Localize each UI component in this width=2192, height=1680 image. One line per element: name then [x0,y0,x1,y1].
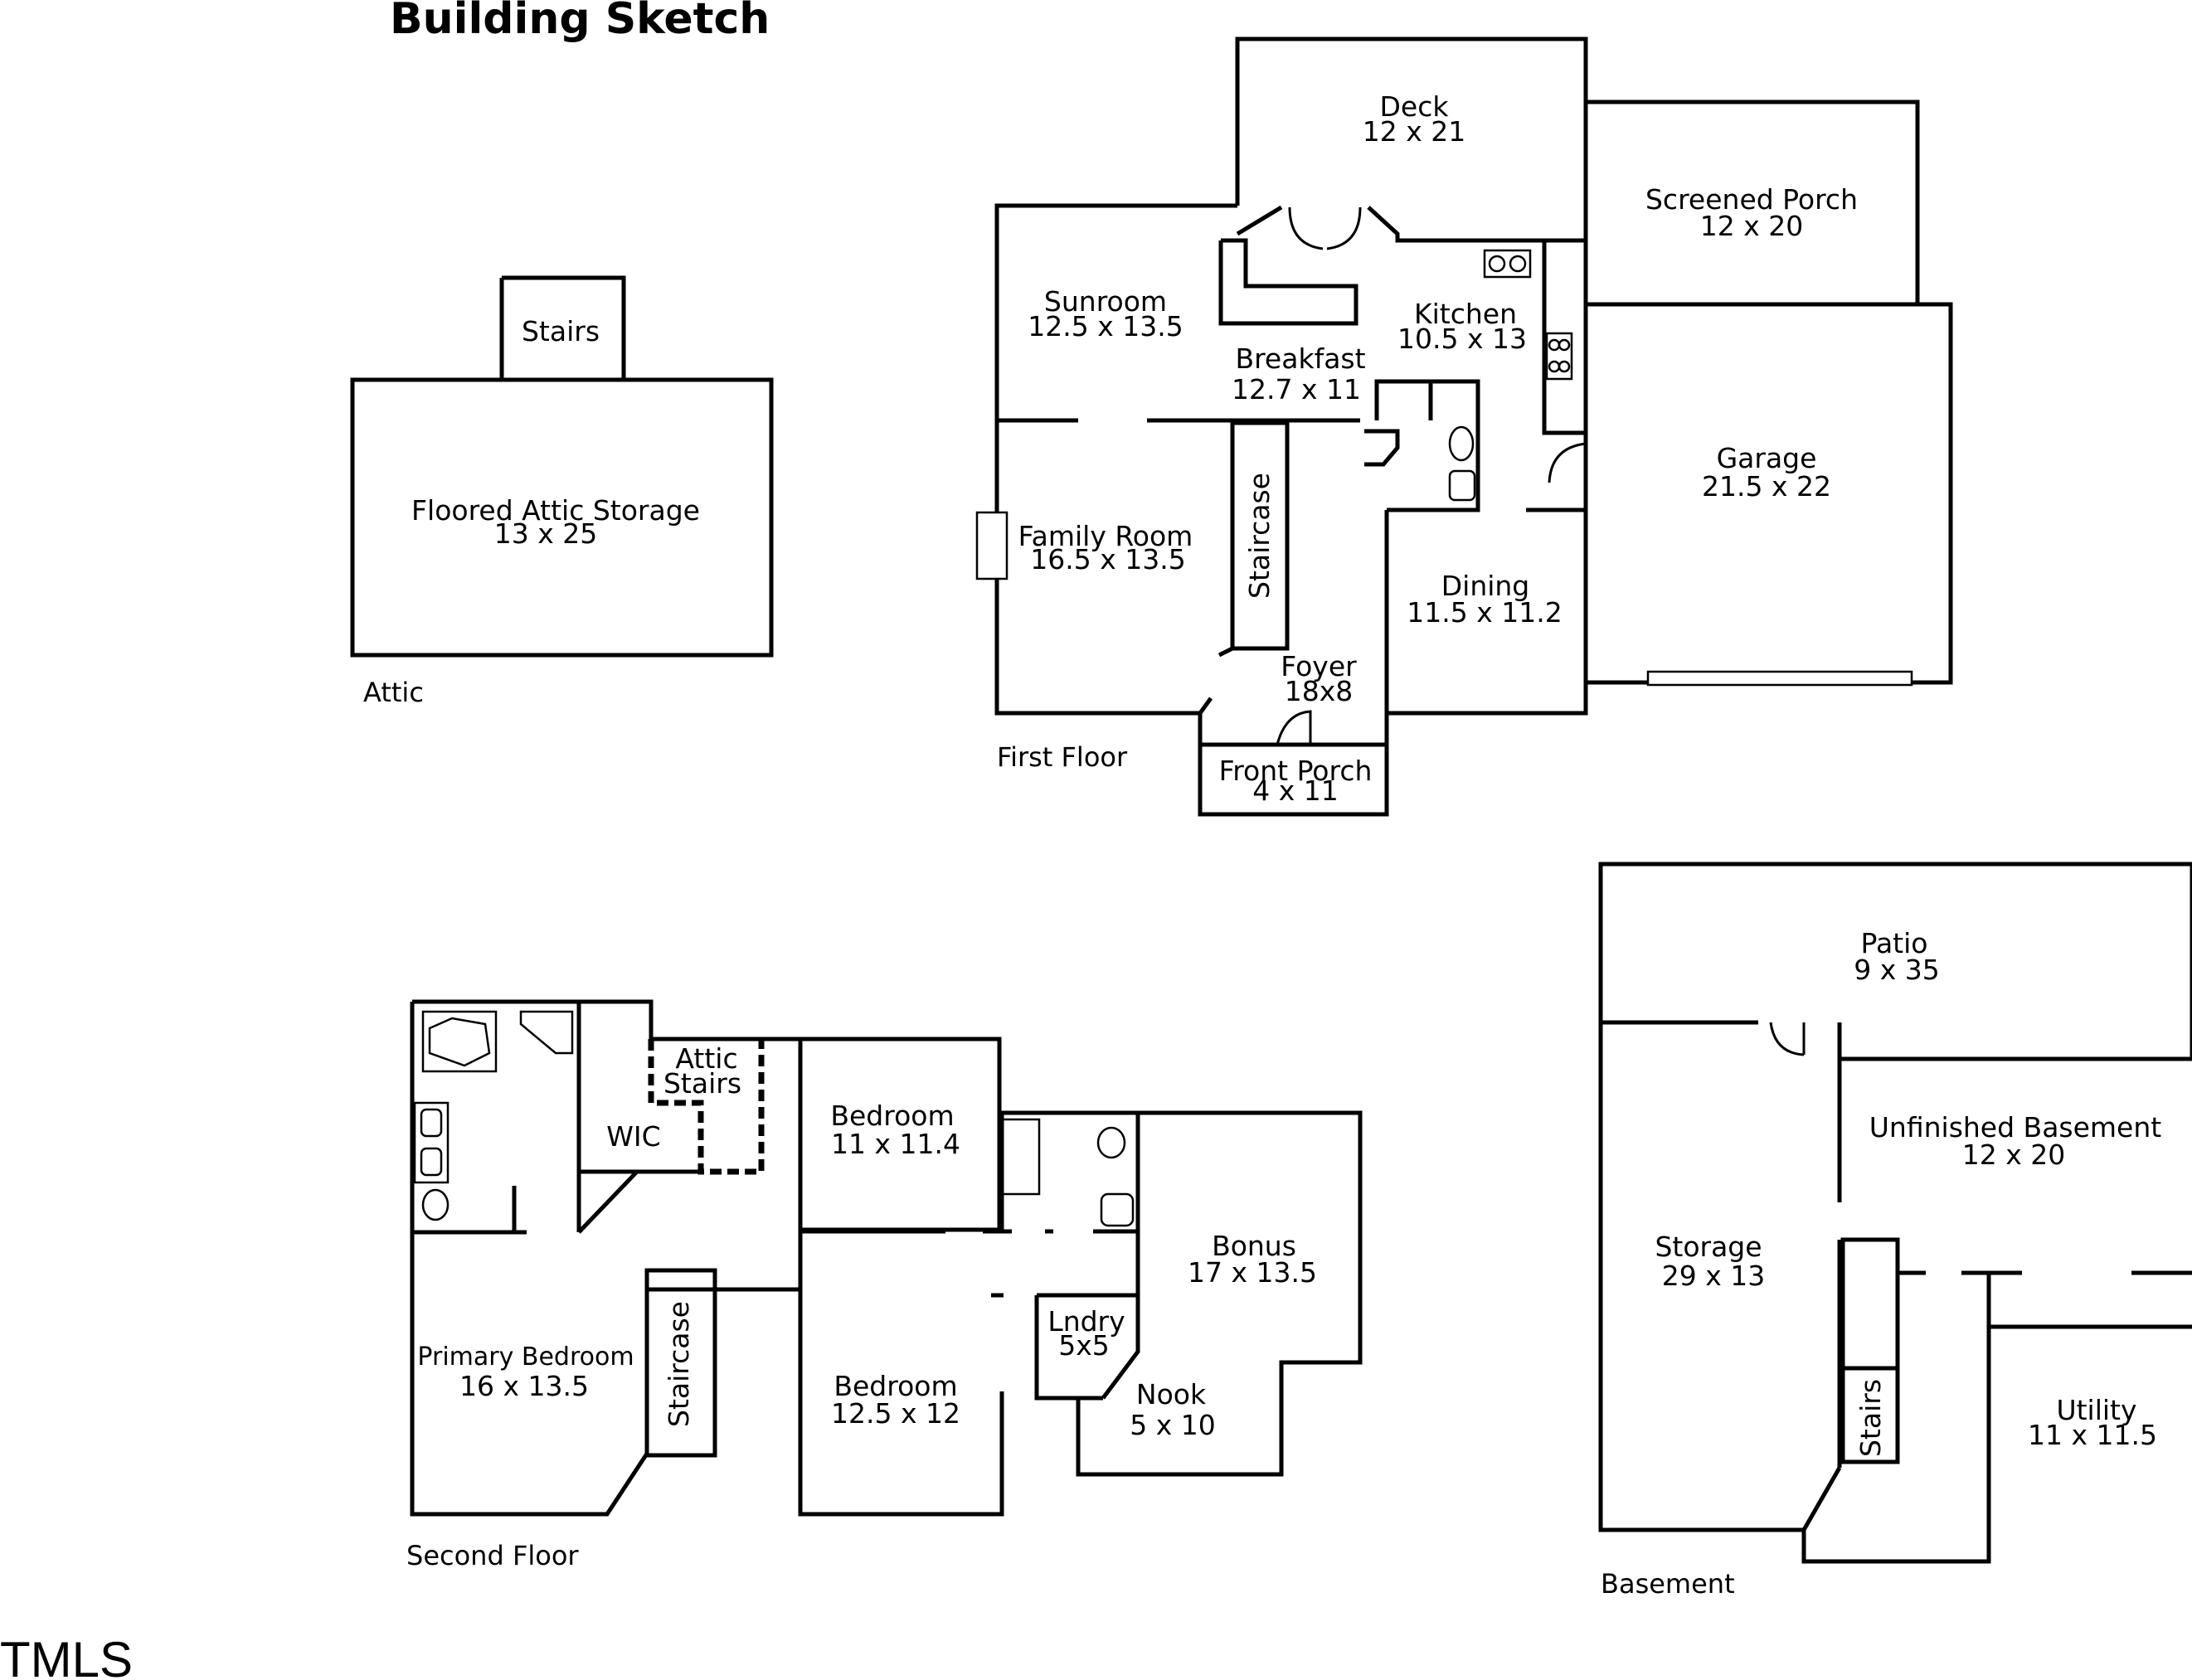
breakfast-label: Breakfast [1235,342,1365,375]
first-floor-label: First Floor [997,741,1128,773]
dining-label: Dining [1441,570,1530,602]
screened-porch-size: 12 x 20 [1700,210,1804,242]
bedroom-a-size: 11 x 11.4 [831,1128,960,1160]
laundry-label: Lndry [1047,1305,1125,1338]
breakfast-size: 12.7 x 11 [1232,373,1361,405]
kitchen-size: 10.5 x 13 [1397,323,1527,355]
bedroom-b-label: Bedroom [834,1370,957,1402]
first-floor-plan: Deck 12 x 21 Screened Porch 12 x 20 Sunr… [975,36,1953,817]
attic-plan: Stairs Floored Attic Storage 13 x 25 Att… [350,275,774,708]
attic-stairs-2-label-2: Stairs [663,1067,741,1100]
second-staircase-label: Staircase [663,1301,695,1427]
utility-label: Utility [2056,1394,2136,1426]
wic-label: WIC [606,1120,660,1153]
attic-stairs-2-label-1: Attic [675,1042,737,1075]
patio-size: 9 x 35 [1854,954,1940,986]
garage-size: 21.5 x 22 [1702,470,1831,503]
family-room-size: 16.5 x 13.5 [1030,543,1185,575]
front-porch-size: 4 x 11 [1252,774,1339,807]
basement-floor-label: Basement [1601,1568,1735,1600]
storage-label: Storage [1655,1231,1762,1263]
primary-bedroom-label: Primary Bedroom [417,1343,634,1372]
screened-porch-label: Screened Porch [1645,183,1858,216]
garage-label: Garage [1717,442,1817,474]
dining-size: 11.5 x 11.2 [1407,596,1562,629]
unfinished-basement-size: 12 x 20 [1962,1139,2066,1171]
unfinished-basement-label: Unfinished Basement [1869,1111,2162,1143]
sunroom-size: 12.5 x 13.5 [1028,310,1183,342]
attic-stairs-label: Stairs [522,315,600,347]
primary-bedroom-size: 16 x 13.5 [459,1370,589,1402]
second-floor-plan: Attic Stairs WIC Bedroom 11 x 11.4 Bonus… [406,999,1363,1571]
sunroom-label: Sunroom [1044,285,1167,318]
attic-storage-label: Floored Attic Storage [411,494,700,527]
basement-plan: Patio 9 x 35 Unfinished Basement 12 x 20… [1598,862,2192,1600]
bonus-label: Bonus [1212,1230,1296,1262]
front-porch-label: Front Porch [1219,755,1373,787]
patio-label: Patio [1861,927,1928,959]
deck-label: Deck [1380,90,1450,123]
utility-size: 11 x 11.5 [2028,1419,2157,1451]
bonus-size: 17 x 13.5 [1188,1256,1317,1289]
nook-label: Nook [1136,1378,1207,1411]
page-title: Building Sketch [390,0,770,44]
brand-logo-text: TMLS [0,1632,133,1680]
foyer-size: 18x8 [1285,675,1354,707]
basement-stairs-label: Stairs [1854,1379,1887,1457]
attic-floor-label: Attic [363,677,424,708]
family-room-label: Family Room [1018,520,1193,552]
attic-storage-size: 13 x 25 [494,517,598,550]
first-staircase-label: Staircase [1243,473,1276,599]
laundry-size: 5x5 [1058,1329,1110,1362]
storage-size: 29 x 13 [1662,1260,1766,1292]
bedroom-a-label: Bedroom [830,1100,954,1132]
second-floor-label: Second Floor [406,1540,579,1571]
bedroom-b-size: 12.5 x 12 [831,1397,960,1430]
kitchen-label: Kitchen [1414,298,1517,330]
deck-size: 12 x 21 [1363,115,1466,148]
nook-size: 5 x 10 [1130,1409,1216,1441]
foyer-label: Foyer [1281,650,1357,682]
